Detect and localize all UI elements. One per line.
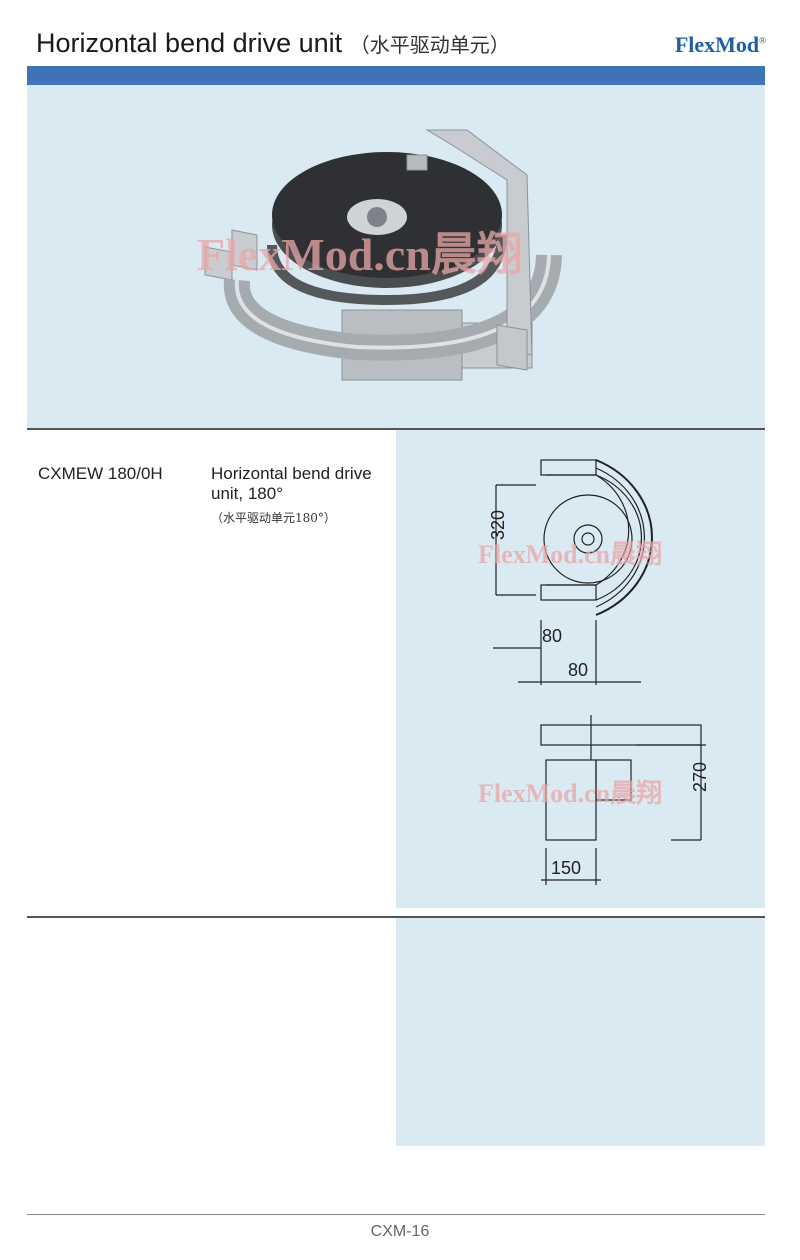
divider-bottom [27, 1214, 765, 1215]
brand-name: FlexMod [674, 32, 760, 57]
empty-panel [396, 918, 765, 1146]
page-title: Horizontal bend drive unit （水平驱动单元） [36, 28, 510, 59]
title-text: Horizontal bend drive unit [36, 28, 343, 58]
product-description: Horizontal bend drive unit, 180° [211, 464, 372, 503]
dimension-80-a: 80 [542, 626, 562, 646]
product-code: CXMEW 180/0H [38, 464, 163, 483]
header-bar [27, 66, 765, 85]
brand-logo: FlexMod® [675, 32, 766, 58]
drawing-panel: 320 80 80 270 150 FlexMod.cn晨翔 FlexMod.c… [396, 430, 765, 908]
dimension-320: 320 [488, 510, 508, 540]
divider-top [27, 428, 765, 430]
dimension-150: 150 [551, 858, 581, 878]
divider-middle [27, 916, 765, 918]
product-photo: FlexMod.cn晨翔 [27, 85, 765, 428]
photo-watermark: FlexMod.cn晨翔 [197, 229, 523, 280]
title-cn: （水平驱动单元） [349, 33, 510, 57]
drive-unit-illustration: FlexMod.cn晨翔 [197, 129, 562, 381]
dimension-270: 270 [690, 762, 710, 792]
drawing-watermark-bottom: FlexMod.cn晨翔 [478, 779, 662, 808]
technical-drawing: 320 80 80 270 150 FlexMod.cn晨翔 FlexMod.c… [478, 459, 710, 885]
dimension-80-b: 80 [568, 660, 588, 680]
page-number: CXM-16 [370, 1223, 430, 1240]
drawing-watermark-top: FlexMod.cn晨翔 [478, 540, 662, 569]
brand-mark: ® [759, 35, 766, 46]
product-description-cn: （水平驱动单元180°） [211, 511, 336, 525]
